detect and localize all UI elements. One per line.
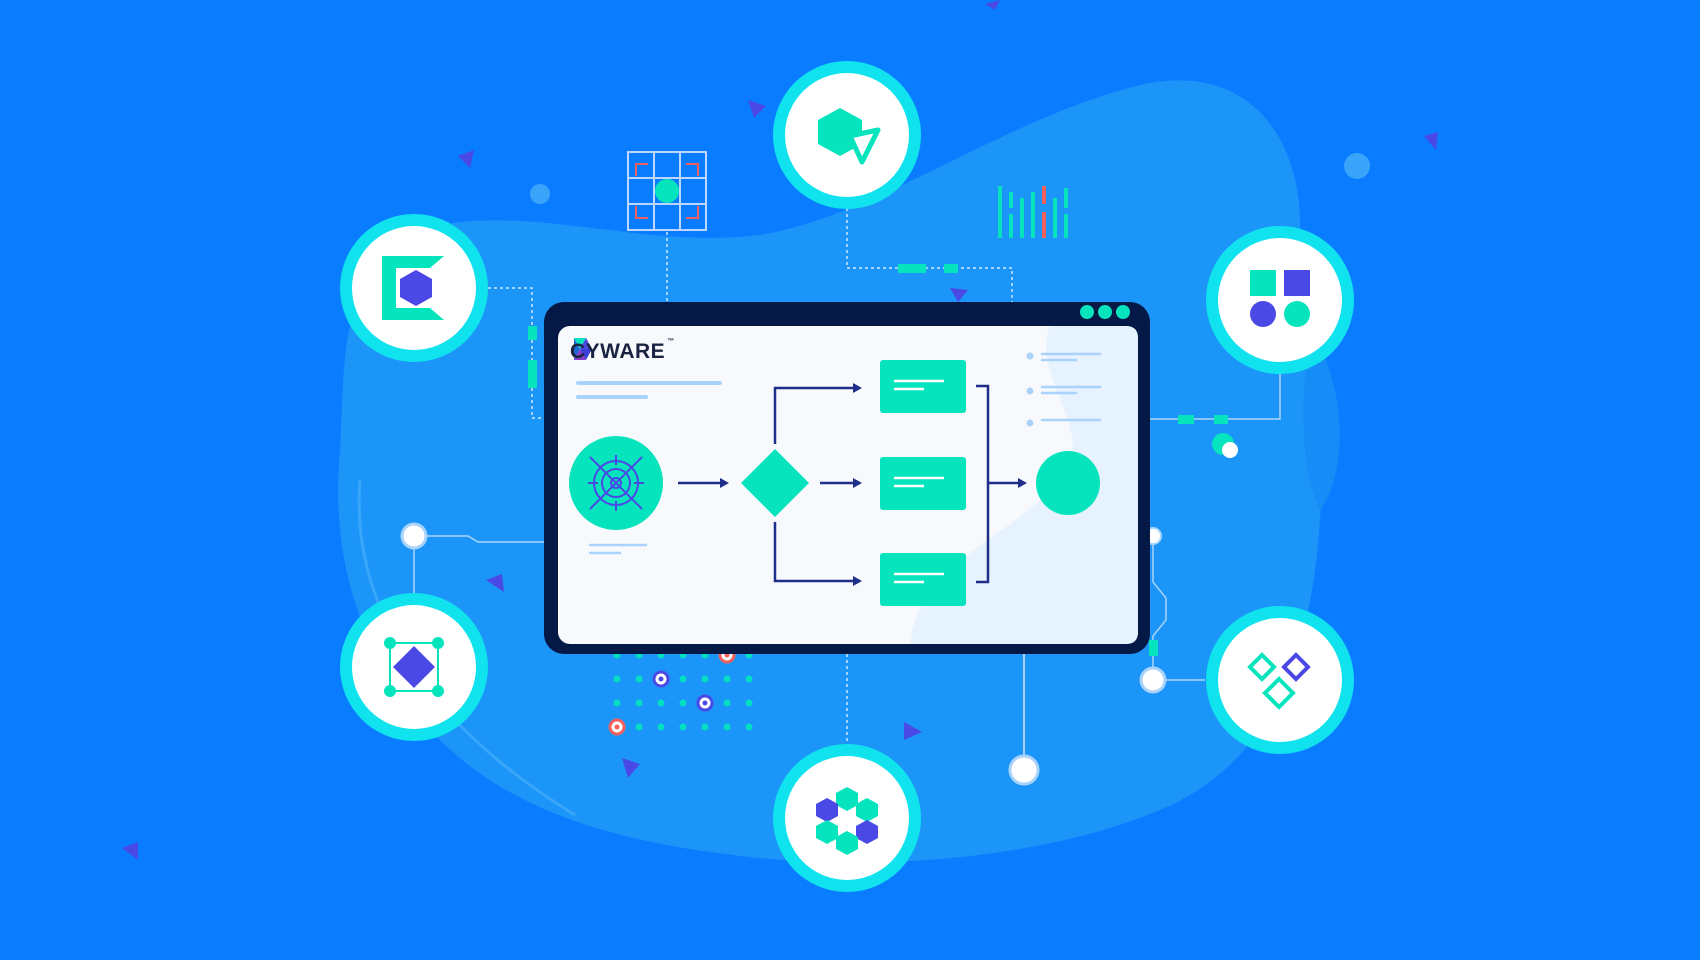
bar-decoration <box>998 186 1068 238</box>
window-dot-1[interactable] <box>1080 305 1094 319</box>
dot-grid-dot <box>723 699 731 707</box>
flow-arrows <box>678 383 1027 586</box>
flow-action-2[interactable] <box>880 457 966 510</box>
dot-grid-dot <box>657 723 665 731</box>
window-body-shade <box>910 326 1138 644</box>
window-dot-2[interactable] <box>1098 305 1112 319</box>
bracket-hexagon-icon <box>382 256 444 320</box>
dot-grid-ring-center <box>614 724 620 730</box>
dot-grid-dot <box>745 675 753 683</box>
integration-node-shapes-grid[interactable] <box>1206 226 1354 374</box>
diamond-frame-icon <box>384 637 444 697</box>
dot-grid-dot <box>679 699 687 707</box>
dot-grid-dot <box>701 675 709 683</box>
dot-grid-dot <box>657 699 665 707</box>
window-controls <box>1080 305 1130 319</box>
cyware-logo-icon <box>574 338 592 360</box>
app-window <box>544 302 1150 654</box>
diamonds-icon <box>1247 652 1311 710</box>
hexagon-triangle-icon <box>818 108 881 165</box>
flow-end-node[interactable] <box>1036 451 1100 515</box>
integration-node-hexagon-triangle[interactable] <box>773 61 921 209</box>
placeholder-lines <box>576 352 1102 555</box>
flow-start-node[interactable] <box>569 436 663 530</box>
dot-grid-dot <box>745 723 753 731</box>
dot-grid-dot <box>723 723 731 731</box>
dot-grid-dot <box>613 675 621 683</box>
hexagon-cluster-icon <box>816 787 878 855</box>
dot-grid-dot <box>679 723 687 731</box>
dot-grid-dot <box>679 675 687 683</box>
dot-grid-dot <box>723 675 731 683</box>
dot-grid-ring-center <box>702 700 708 706</box>
dot-grid-dot <box>613 699 621 707</box>
integration-node-hexagon-cluster[interactable] <box>773 744 921 892</box>
cyware-brand: CYWARE ™ <box>570 336 740 366</box>
decor-bubbles <box>530 153 1370 204</box>
dot-grid-dot <box>635 675 643 683</box>
integration-node-bracket-hexagon[interactable] <box>340 214 488 362</box>
dot-grid-dot <box>635 723 643 731</box>
dot-grid-ring-center <box>658 676 664 682</box>
brand-name: CYWARE <box>570 339 666 363</box>
window-dot-3[interactable] <box>1116 305 1130 319</box>
integration-node-diamonds[interactable] <box>1206 606 1354 754</box>
flow-decision-diamond[interactable] <box>741 449 809 517</box>
flow-action-3[interactable] <box>880 553 966 606</box>
dot-grid-dot <box>635 699 643 707</box>
flow-action-1[interactable] <box>880 360 966 413</box>
brand-trademark: ™ <box>667 338 675 345</box>
target-grid-decoration <box>627 151 707 231</box>
blob-right-lobe <box>1303 330 1340 510</box>
integration-node-diamond-frame[interactable] <box>340 593 488 741</box>
dot-grid-dot <box>701 723 709 731</box>
target-crosshair-icon <box>588 455 644 511</box>
dot-grid-dot <box>745 699 753 707</box>
decor-triangles <box>122 0 1438 860</box>
shapes-grid-icon <box>1250 270 1310 327</box>
